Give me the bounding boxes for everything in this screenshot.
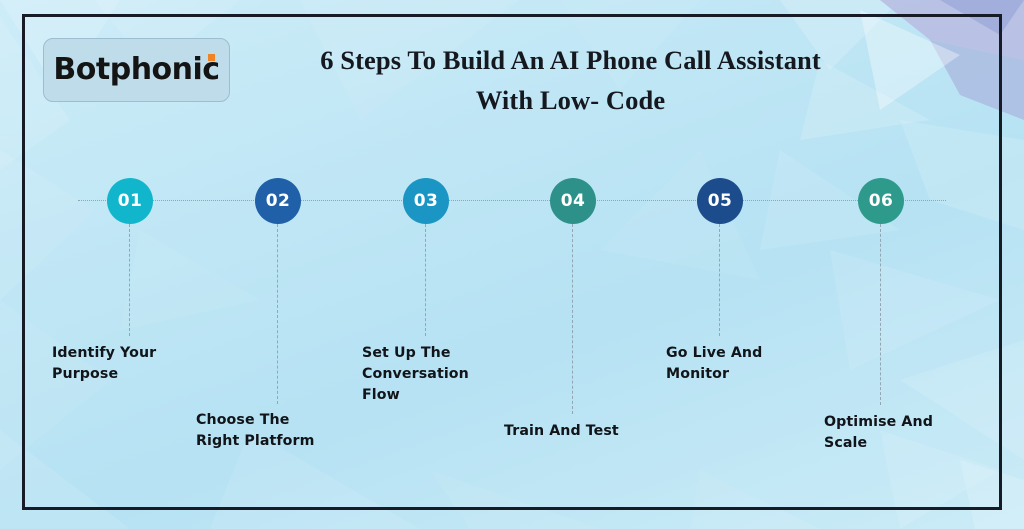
timeline-node-number: 05: [707, 191, 733, 211]
timeline-connector-03: [425, 224, 427, 336]
brand-logo[interactable]: Botphonic: [43, 38, 230, 102]
timeline-label-06: Optimise And Scale: [824, 414, 933, 451]
timeline-connector-02: [277, 224, 279, 404]
timeline-node-02[interactable]: 02: [255, 178, 301, 224]
logo-accent-dot: [207, 54, 215, 61]
timeline-node-number: 04: [560, 191, 586, 211]
brand-logo-label: Botphonic: [53, 52, 220, 87]
timeline-label-01: Identify Your Purpose: [52, 345, 157, 382]
timeline-connector-01: [129, 224, 131, 336]
timeline-node-03[interactable]: 03: [403, 178, 449, 224]
page-title: 6 Steps To Build An AI Phone Call Assist…: [258, 40, 883, 120]
timeline-node-number: 03: [413, 191, 439, 211]
timeline-node-number: 01: [117, 191, 143, 211]
page-title-line-2: With Low- Code: [475, 85, 666, 115]
timeline-node-number: 02: [265, 191, 291, 211]
timeline-connector-06: [880, 224, 882, 405]
timeline-label-03: Set Up The Conversation Flow: [362, 345, 469, 403]
timeline-connector-05: [719, 224, 721, 336]
timeline-label-04: Train And Test: [504, 423, 619, 439]
brand-logo-text: Botphonic: [53, 52, 220, 87]
timeline-node-number: 06: [868, 191, 894, 211]
timeline-node-04[interactable]: 04: [550, 178, 596, 224]
timeline-node-06[interactable]: 06: [858, 178, 904, 224]
timeline-node-01[interactable]: 01: [107, 178, 153, 224]
timeline-node-05[interactable]: 05: [697, 178, 743, 224]
timeline-connector-04: [572, 224, 574, 414]
timeline-label-05: Go Live And Monitor: [666, 345, 763, 382]
timeline-label-02: Choose The Right Platform: [196, 412, 315, 449]
timeline-axis: [78, 200, 946, 201]
page-title-line-1: 6 Steps To Build An AI Phone Call Assist…: [320, 45, 821, 75]
